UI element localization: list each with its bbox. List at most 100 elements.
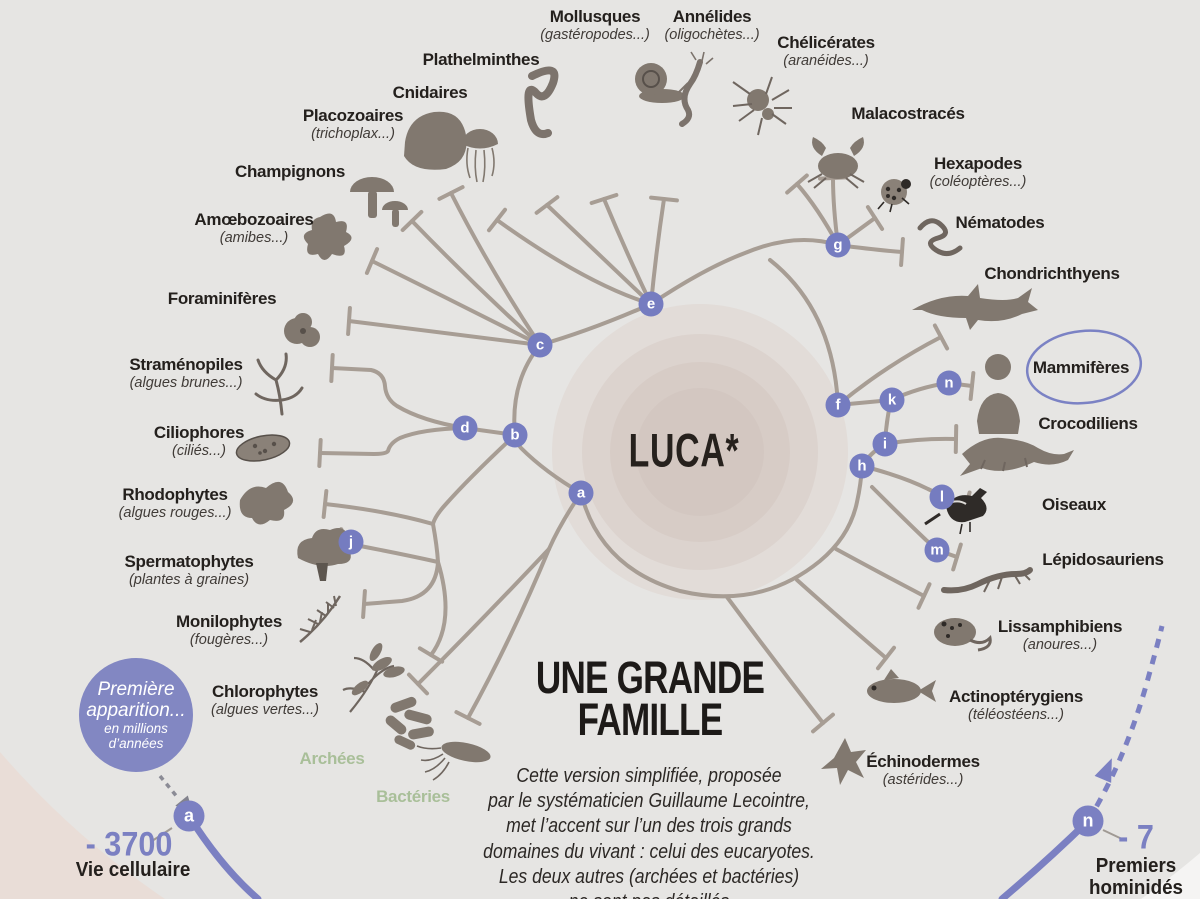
seed-plant-illustration: [297, 528, 355, 581]
timeline-end-label: Premiers hominidés: [1088, 855, 1183, 899]
branch-tip-bar: [865, 205, 885, 231]
frog-illustration: [934, 618, 992, 652]
placozoa-illustration: [404, 111, 467, 170]
legend-line-4: d’années: [108, 736, 164, 752]
branch-tip-bar: [932, 323, 950, 351]
branch: [836, 335, 943, 407]
branch-tip-bar: [534, 195, 560, 215]
branch: [431, 522, 440, 564]
timeline-arrowhead: [1094, 758, 1112, 783]
timeline-start-label: Vie cellulaire: [75, 859, 191, 881]
connector-end-date: [1102, 829, 1123, 840]
green-alga-illustration: [342, 643, 405, 713]
shark-illustration: [912, 284, 1038, 330]
intro-line-5: Les deux autres (archées et bactéries): [498, 865, 800, 888]
branch-tip-bar: [899, 237, 905, 267]
branch: [834, 547, 926, 598]
branch: [946, 381, 974, 388]
branch-tip-bar: [346, 306, 352, 336]
branch-tip-bar: [364, 247, 380, 275]
branch-tip-bar: [951, 542, 963, 572]
branch: [883, 398, 893, 446]
branch-tip-bar: [329, 353, 335, 383]
mushroom-illustration: [350, 177, 408, 227]
branch-tip-bar: [406, 672, 430, 696]
branch: [883, 436, 958, 446]
connector-start-date: [151, 827, 173, 842]
branch: [318, 426, 467, 456]
branch-tip-bar: [317, 438, 323, 468]
branch: [362, 560, 440, 606]
mammals-highlight-circle: [1025, 329, 1143, 405]
title-line-2: FAMILLE: [577, 694, 723, 745]
crocodile-illustration: [960, 437, 1074, 476]
branch-tip-bar: [649, 195, 679, 203]
branch-tip-bar: [785, 173, 809, 195]
intro-line-1: Cette version simplifiée, proposée: [516, 765, 782, 787]
corner-arc-bottom-right: [1141, 853, 1200, 899]
red-alga-illustration: [239, 481, 294, 525]
branch-tip-bar: [321, 489, 329, 519]
branch-tip-bar: [417, 646, 445, 664]
branch: [860, 442, 887, 468]
snail-illustration: [635, 63, 691, 103]
branch-tip-bar: [437, 185, 465, 201]
crab-illustration: [807, 137, 865, 189]
branch: [431, 433, 517, 526]
branch-tip-bar: [486, 207, 508, 233]
branch: [495, 218, 653, 306]
luca-center-label: LUCA*: [628, 423, 740, 477]
branch: [649, 197, 666, 306]
brown-alga-illustration: [254, 352, 304, 416]
branch: [416, 547, 551, 686]
fern-illustration: [299, 595, 342, 643]
bacterium-illustration: [416, 741, 491, 781]
intro-line-3: met l’accent sur l’un des trois grands: [506, 815, 792, 838]
title-line-1: UNE GRANDE: [535, 652, 765, 704]
branch-tip-bar: [454, 710, 482, 726]
legend-line-1: Première: [97, 678, 175, 700]
legend-line-3: en millions: [104, 721, 168, 737]
branch: [579, 464, 864, 599]
branch-tip-bar: [361, 589, 367, 619]
luca-halo: [552, 304, 848, 600]
ciliate-illustration: [235, 434, 291, 462]
branch: [836, 216, 877, 247]
jellyfish-illustration: [462, 129, 498, 183]
spider-illustration: [732, 76, 792, 136]
branch: [410, 219, 542, 347]
branch: [649, 238, 840, 306]
branch: [870, 485, 939, 552]
timeline-arc-dashed: [1085, 625, 1165, 823]
branch: [545, 203, 653, 306]
branch: [347, 319, 542, 347]
branch: [466, 547, 551, 720]
archaea-illustration: [385, 696, 434, 750]
branch-tip-bar: [589, 192, 619, 206]
corner-arc-bottom-left: [0, 752, 165, 899]
timeline-legend-circle: Première apparition... en millions d’ann…: [79, 658, 193, 772]
legend-line-2: apparition...: [86, 699, 186, 721]
branch: [463, 426, 517, 437]
branch: [512, 343, 542, 437]
legend-arrow-line: [158, 774, 180, 800]
intro-line-6: ne sont pas détaillés: [438, 890, 860, 899]
branch: [889, 381, 950, 402]
foraminifera-illustration: [284, 313, 320, 347]
branch: [449, 191, 542, 347]
page-title: UNE GRANDE FAMILLE: [535, 652, 765, 745]
branch-tip-bar: [916, 582, 932, 610]
branch: [725, 595, 825, 725]
flatworm-illustration: [524, 66, 559, 139]
bird-illustration: [924, 488, 987, 535]
timeline-start-value: - 3700: [85, 825, 173, 864]
branch-tip-bar: [811, 712, 835, 734]
ladybug-illustration: [877, 179, 911, 213]
branch: [935, 548, 959, 559]
annelid-illustration: [679, 51, 714, 127]
illustrations: [235, 51, 1074, 785]
lizard-illustration: [941, 567, 1033, 594]
